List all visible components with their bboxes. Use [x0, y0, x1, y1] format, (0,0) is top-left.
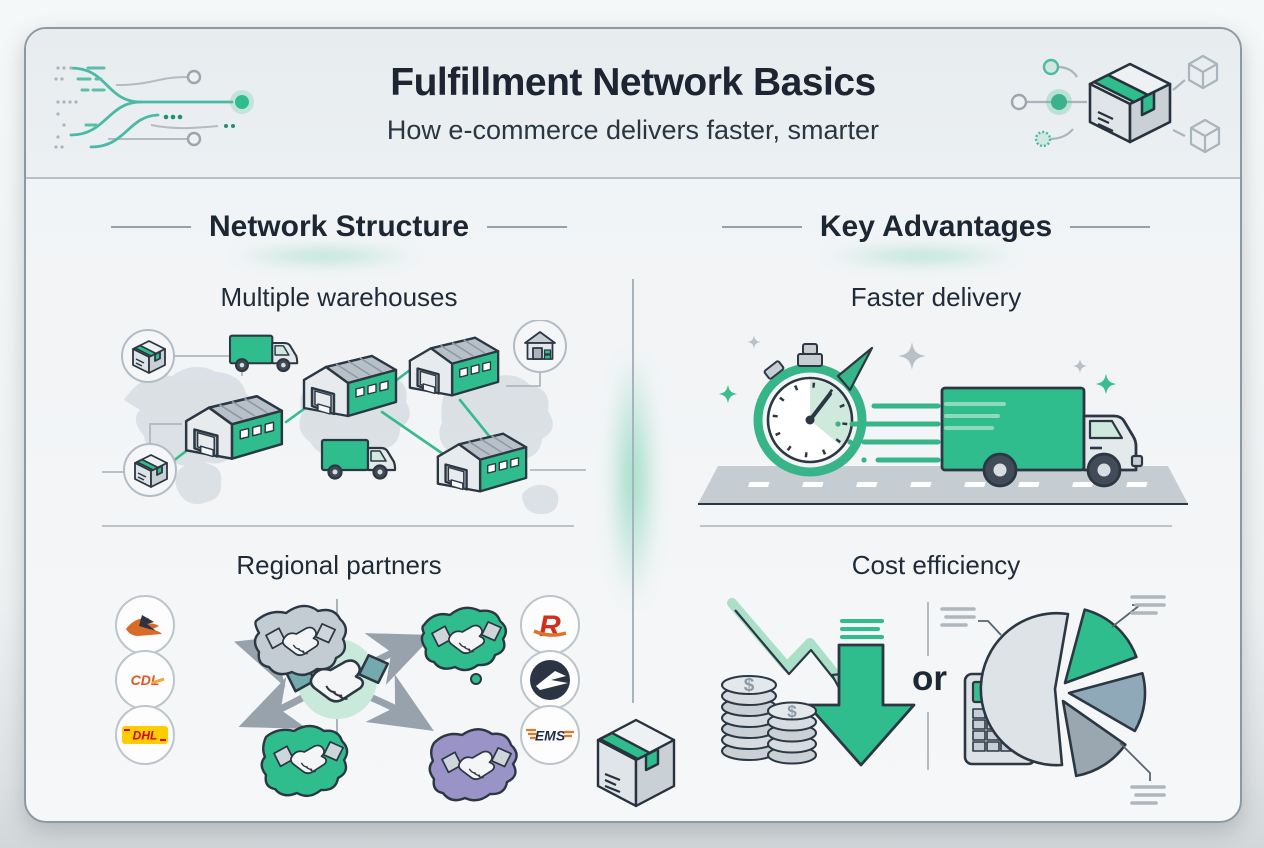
- carrier-logo-postal-eagle: [520, 650, 580, 710]
- annotation-text-lines: [1130, 595, 1166, 615]
- cost-efficiency-title: Cost efficiency: [851, 550, 1021, 580]
- package-network-decoration-icon: [1010, 54, 1221, 154]
- left-section-separator: [102, 525, 574, 527]
- column-divider: [632, 279, 634, 703]
- key-advantages-heading: Key Advantages: [819, 210, 1053, 243]
- multiple-warehouses-title: Multiple warehouses: [220, 282, 458, 312]
- heading-glow: [230, 248, 420, 264]
- heading-rule: [721, 226, 802, 228]
- truck-icon: [228, 334, 299, 373]
- left-column-heading: Network Structure: [79, 210, 599, 244]
- svg-text:R: R: [539, 610, 561, 643]
- page-subtitle: How e-commerce delivers faster, smarter: [386, 115, 880, 145]
- arrow-dashes: [840, 619, 884, 639]
- pie-chart-icon: [979, 608, 1147, 778]
- package-badge: [123, 443, 177, 497]
- or-divider-top: [927, 602, 929, 656]
- or-divider-bottom: [927, 712, 929, 770]
- region-map-purple: [428, 728, 518, 802]
- faster-delivery-title: Faster delivery: [850, 282, 1022, 312]
- region-map-green-1: [260, 724, 349, 798]
- svg-text:$: $: [744, 675, 755, 696]
- warehouse-badge: [513, 320, 567, 373]
- svg-text:DHL: DHL: [133, 729, 158, 743]
- region-map-green-2: [420, 606, 508, 685]
- regional-partners-title: Regional partners: [236, 550, 442, 580]
- svg-text:CDL: CDL: [131, 672, 160, 688]
- page-title: Fulfillment Network Basics: [390, 61, 876, 104]
- stopwatch-icon: [753, 343, 874, 477]
- faster-delivery-illustration: [698, 335, 1188, 505]
- carrier-logo-dhl: DHL: [115, 705, 175, 765]
- package-badge: [121, 329, 175, 383]
- heading-rule: [110, 226, 191, 228]
- annotation-text-lines: [1130, 785, 1166, 805]
- right-column-heading: Key Advantages: [676, 210, 1196, 244]
- regional-partners-illustration: CDL DHL R EMS: [115, 595, 580, 802]
- speed-dots: [835, 403, 867, 463]
- delivery-truck-icon: [940, 386, 1144, 488]
- warehouse-icon: [302, 354, 398, 418]
- heading-rule: [1070, 226, 1151, 228]
- speed-lines: [849, 403, 941, 463]
- region-map-gray: [253, 604, 348, 677]
- header-band: [26, 29, 1240, 179]
- package-box-icon: [596, 718, 676, 808]
- carrier-logo-r: R: [520, 595, 580, 655]
- warehouse-icon: [408, 336, 500, 397]
- cost-down-arrow: [806, 643, 916, 767]
- carrier-logo-express-wing: [115, 595, 175, 655]
- svg-text:EMS: EMS: [535, 728, 566, 744]
- right-section-separator: [700, 525, 1172, 527]
- annotation-text-lines: [940, 607, 976, 627]
- heading-glow: [822, 248, 1022, 264]
- coin-stack-large: $: [721, 675, 777, 761]
- svg-text:$: $: [787, 702, 797, 721]
- carrier-logo-cdl: CDL: [115, 650, 175, 710]
- heading-rule: [487, 226, 568, 228]
- carrier-logo-ems: EMS: [520, 705, 580, 765]
- cost-efficiency-illustration: $ $: [721, 595, 1166, 805]
- coin-stack-small: $: [767, 701, 817, 765]
- infographic-card: Fulfillment Network Basics How e-commerc…: [24, 27, 1242, 823]
- warehouse-network-illustration: [102, 320, 586, 514]
- network-flow-decoration-icon: [54, 66, 254, 149]
- network-structure-heading: Network Structure: [208, 210, 470, 243]
- or-label: or: [912, 659, 947, 698]
